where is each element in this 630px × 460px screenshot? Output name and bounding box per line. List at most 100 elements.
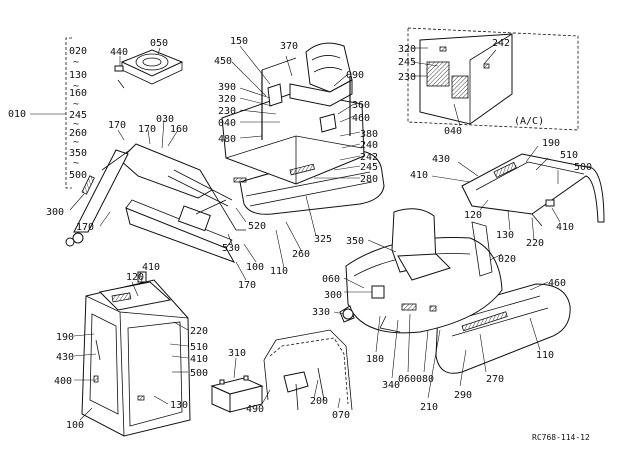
callout-430: 430: [432, 154, 450, 165]
callout-350: 350: [346, 236, 364, 247]
callout-245: 245: [360, 162, 378, 173]
callout-190: 190: [56, 332, 74, 343]
range-outer-label: 010: [8, 109, 26, 120]
callout-labels: 440 050 150 370 450 390 320 230 040 480 …: [46, 36, 592, 431]
range-item: ~: [73, 99, 79, 110]
ac-note: (A/C): [514, 116, 544, 127]
callout-090: 090: [346, 70, 364, 81]
callout-050: 050: [150, 38, 168, 49]
callout-325: 325: [314, 234, 332, 245]
callout-230: 230: [398, 72, 416, 83]
leader-lines: [69, 45, 561, 421]
callout-180: 180: [366, 354, 384, 365]
callout-200: 200: [310, 396, 328, 407]
callout-120: 120: [126, 272, 144, 283]
range-item: ~: [73, 57, 79, 68]
callout-190: 190: [542, 138, 560, 149]
callout-370: 370: [280, 41, 298, 52]
callout-360: 360: [352, 100, 370, 111]
range-item: 130: [69, 70, 87, 81]
callout-280: 280: [360, 174, 378, 185]
callout-100: 100: [246, 262, 264, 273]
callout-242: 242: [360, 152, 378, 163]
callout-245: 245: [398, 57, 416, 68]
range-item: ~: [73, 158, 79, 169]
callout-380: 380: [360, 129, 378, 140]
callout-270: 270: [486, 374, 504, 385]
range-item: ~: [73, 81, 79, 92]
callout-510: 510: [560, 150, 578, 161]
callout-070: 070: [332, 410, 350, 421]
callout-260: 260: [292, 249, 310, 260]
range-item: 160: [69, 88, 87, 99]
excavator-rear: [339, 208, 571, 374]
callout-440: 440: [110, 47, 128, 58]
callout-500: 500: [190, 368, 208, 379]
canopy-roof: [461, 153, 605, 227]
range-item: 020: [69, 46, 87, 57]
callout-410: 410: [410, 170, 428, 181]
callout-460: 460: [548, 278, 566, 289]
excavator-main: [65, 42, 385, 263]
callout-110: 110: [270, 266, 288, 277]
callout-410: 410: [142, 262, 160, 273]
wire-harness: [263, 329, 353, 411]
callout-060: 060: [322, 274, 340, 285]
callout-120: 120: [464, 210, 482, 221]
callout-020: 020: [498, 254, 516, 265]
callout-230: 230: [218, 106, 236, 117]
callout-450: 450: [214, 56, 232, 67]
callout-330: 330: [312, 307, 330, 318]
callout-510: 510: [190, 342, 208, 353]
range-item: ~: [73, 119, 79, 130]
battery: [210, 375, 264, 413]
callout-520: 520: [248, 221, 266, 232]
callout-110: 110: [536, 350, 554, 361]
callout-080: 080: [416, 374, 434, 385]
callout-460: 460: [352, 113, 370, 124]
callout-220: 220: [190, 326, 208, 337]
callout-030: 030: [156, 114, 174, 125]
callout-040: 040: [444, 126, 462, 137]
callout-170: 170: [138, 124, 156, 135]
range-item: 500: [69, 170, 87, 181]
range-item: ~: [73, 137, 79, 148]
callout-500: 500: [574, 162, 592, 173]
range-item: 245: [69, 110, 87, 121]
callout-100: 100: [66, 420, 84, 431]
callout-300: 300: [324, 290, 342, 301]
callout-130: 130: [496, 230, 514, 241]
cab-assembly: [81, 271, 191, 437]
callout-390: 390: [218, 82, 236, 93]
callout-320: 320: [218, 94, 236, 105]
callout-170: 170: [76, 222, 94, 233]
callout-410: 410: [190, 354, 208, 365]
callout-490: 490: [246, 404, 264, 415]
callout-410: 410: [556, 222, 574, 233]
callout-320: 320: [398, 44, 416, 55]
range-item: 350: [69, 148, 87, 159]
callout-130: 130: [170, 400, 188, 411]
seat-plate-detail: [114, 49, 184, 89]
callout-040: 040: [218, 118, 236, 129]
callout-400: 400: [54, 376, 72, 387]
callout-060: 060: [398, 374, 416, 385]
callout-240: 240: [360, 140, 378, 151]
callout-530: 530: [222, 243, 240, 254]
callout-310: 310: [228, 348, 246, 359]
range-item: 260: [69, 128, 87, 139]
callout-170: 170: [108, 120, 126, 131]
callout-300: 300: [46, 207, 64, 218]
callout-160: 160: [170, 124, 188, 135]
ac-panel: (A/C): [407, 27, 579, 131]
callout-242: 242: [492, 38, 510, 49]
callout-170: 170: [238, 280, 256, 291]
callout-480: 480: [218, 134, 236, 145]
callout-150: 150: [230, 36, 248, 47]
range-group: 010 020 ~ 130 ~ 160 ~ 245 ~ 260 ~ 350 ~ …: [8, 37, 87, 189]
callout-340: 340: [382, 380, 400, 391]
callout-210: 210: [420, 402, 438, 413]
callout-430: 430: [56, 352, 74, 363]
callout-290: 290: [454, 390, 472, 401]
